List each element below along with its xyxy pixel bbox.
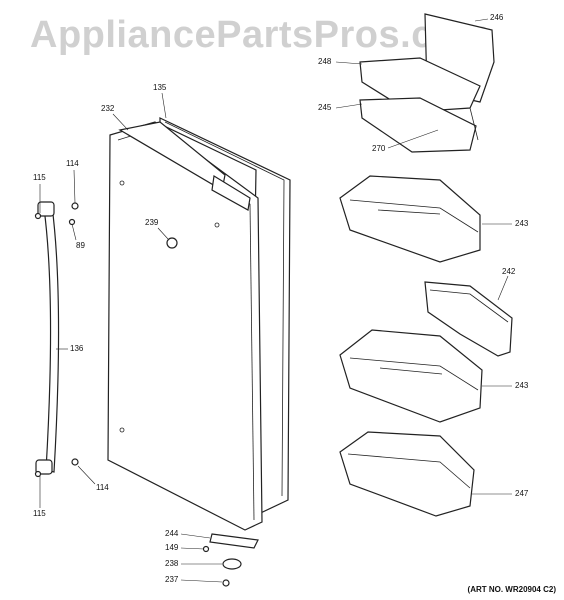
leader-lines xyxy=(39,18,512,583)
callout-242: 242 xyxy=(502,267,516,276)
callout-115-top: 115 xyxy=(33,173,46,182)
callout-245: 245 xyxy=(318,103,332,112)
callout-246: 246 xyxy=(490,13,504,22)
art-number: (ART NO. WR20904 C2) xyxy=(467,585,556,594)
handle-screws xyxy=(34,202,79,478)
callout-270: 270 xyxy=(372,144,386,153)
callout-232: 232 xyxy=(101,104,115,113)
hinge-parts xyxy=(202,533,259,587)
door-panel xyxy=(107,121,263,531)
callout-243-upper: 243 xyxy=(515,219,529,228)
callout-114-bottom: 114 xyxy=(96,483,109,492)
callout-149: 149 xyxy=(165,543,179,552)
watermark: AppliancePartsPros.com xyxy=(30,14,491,56)
callout-89: 89 xyxy=(76,241,85,250)
door-plug-part xyxy=(166,237,178,249)
door-bin-upper xyxy=(339,175,481,263)
callout-244: 244 xyxy=(165,529,179,538)
door-handle xyxy=(35,201,60,475)
callout-135: 135 xyxy=(153,83,167,92)
door-bin-bottom xyxy=(339,431,475,517)
callout-239: 239 xyxy=(145,218,159,227)
door-bin-small xyxy=(424,281,513,357)
callout-115-bottom: 115 xyxy=(33,509,46,518)
door-bin-lower xyxy=(339,329,483,423)
callout-243-lower: 243 xyxy=(515,381,529,390)
callout-136: 136 xyxy=(70,344,84,353)
callout-238: 238 xyxy=(165,559,179,568)
callout-248: 248 xyxy=(318,57,332,66)
callout-114-top: 114 xyxy=(66,159,79,168)
callout-237: 237 xyxy=(165,575,179,584)
top-shelf-assembly xyxy=(359,13,495,153)
callout-247: 247 xyxy=(515,489,529,498)
